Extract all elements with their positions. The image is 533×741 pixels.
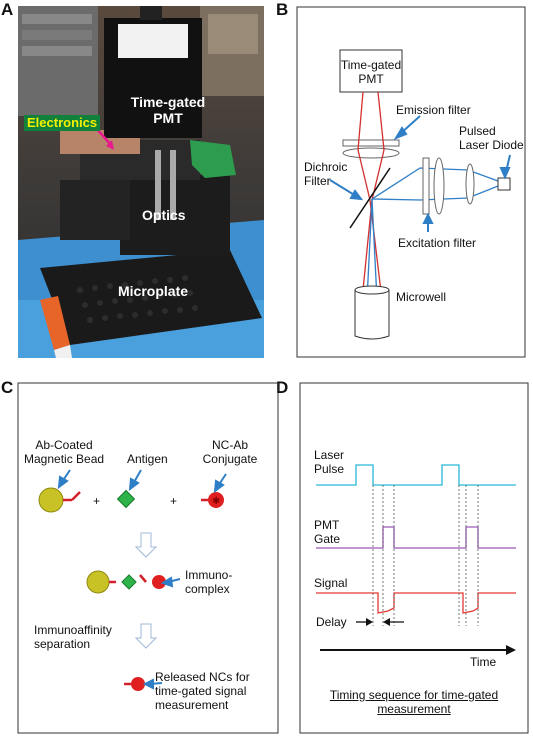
panel-letter-a: A — [1, 0, 14, 19]
label-signal: Signal — [314, 576, 348, 590]
panel-letter-d: D — [276, 378, 289, 397]
signal-trace — [316, 592, 516, 614]
panel-b-frame — [296, 6, 526, 358]
label-emission-filter: Emission filter — [396, 103, 471, 117]
label-pmt-gate: PMT Gate — [314, 518, 341, 546]
label-microplate: Microplate — [118, 283, 189, 299]
label-microwell: Microwell — [396, 290, 447, 304]
label-time: Time — [470, 655, 497, 669]
caption-timing: Timing sequence for time-gated measureme… — [329, 688, 499, 716]
label-dichroic: Dichroic Filter — [304, 160, 348, 188]
pmt-box — [339, 49, 403, 93]
plus-1: + — [93, 494, 101, 508]
label-magnetic-bead: Ab-Coated Magnetic Bead — [24, 438, 105, 466]
label-pmt-photo: Time-gated PMT — [130, 94, 206, 126]
label-delay: Delay — [316, 615, 347, 629]
label-released-ncs: Released NCs for time-gated signal measu… — [155, 670, 250, 712]
label-pulsed-laser: Pulsed Laser Diode — [459, 124, 524, 152]
panel-letter-b: B — [276, 0, 289, 19]
excitation-filter-shape — [422, 157, 430, 215]
dichroic-filter-shape — [349, 167, 391, 229]
label-pmt-box: Time-gated PMT — [340, 58, 402, 86]
nc-particle — [208, 492, 224, 508]
microwell-shape — [354, 285, 390, 295]
label-electronics: Electronics — [24, 115, 101, 131]
label-separation: Immunoaffinity separation — [34, 623, 112, 651]
emission-filter-shape — [342, 139, 400, 147]
label-immunocomplex: Immuno- complex — [185, 568, 233, 596]
svg-text:✱: ✱ — [212, 496, 220, 507]
plus-2: + — [170, 494, 178, 508]
laser-diode-box — [497, 177, 511, 191]
label-antigen: Antigen — [127, 452, 168, 466]
laser-pulse-trace — [316, 464, 516, 486]
label-excitation-filter: Excitation filter — [398, 236, 477, 250]
label-laser-pulse: Laser Pulse — [314, 448, 345, 476]
panel-d-frame — [299, 382, 529, 734]
panel-letter-c: C — [1, 378, 14, 397]
emission-lens — [342, 147, 400, 159]
label-optics: Optics — [142, 207, 186, 223]
panel-c-frame — [17, 382, 279, 734]
antigen-shape — [116, 489, 136, 509]
label-nc-ab-conjugate: NC-Ab Conjugate — [202, 438, 258, 466]
pmt-gate-trace — [316, 526, 516, 549]
